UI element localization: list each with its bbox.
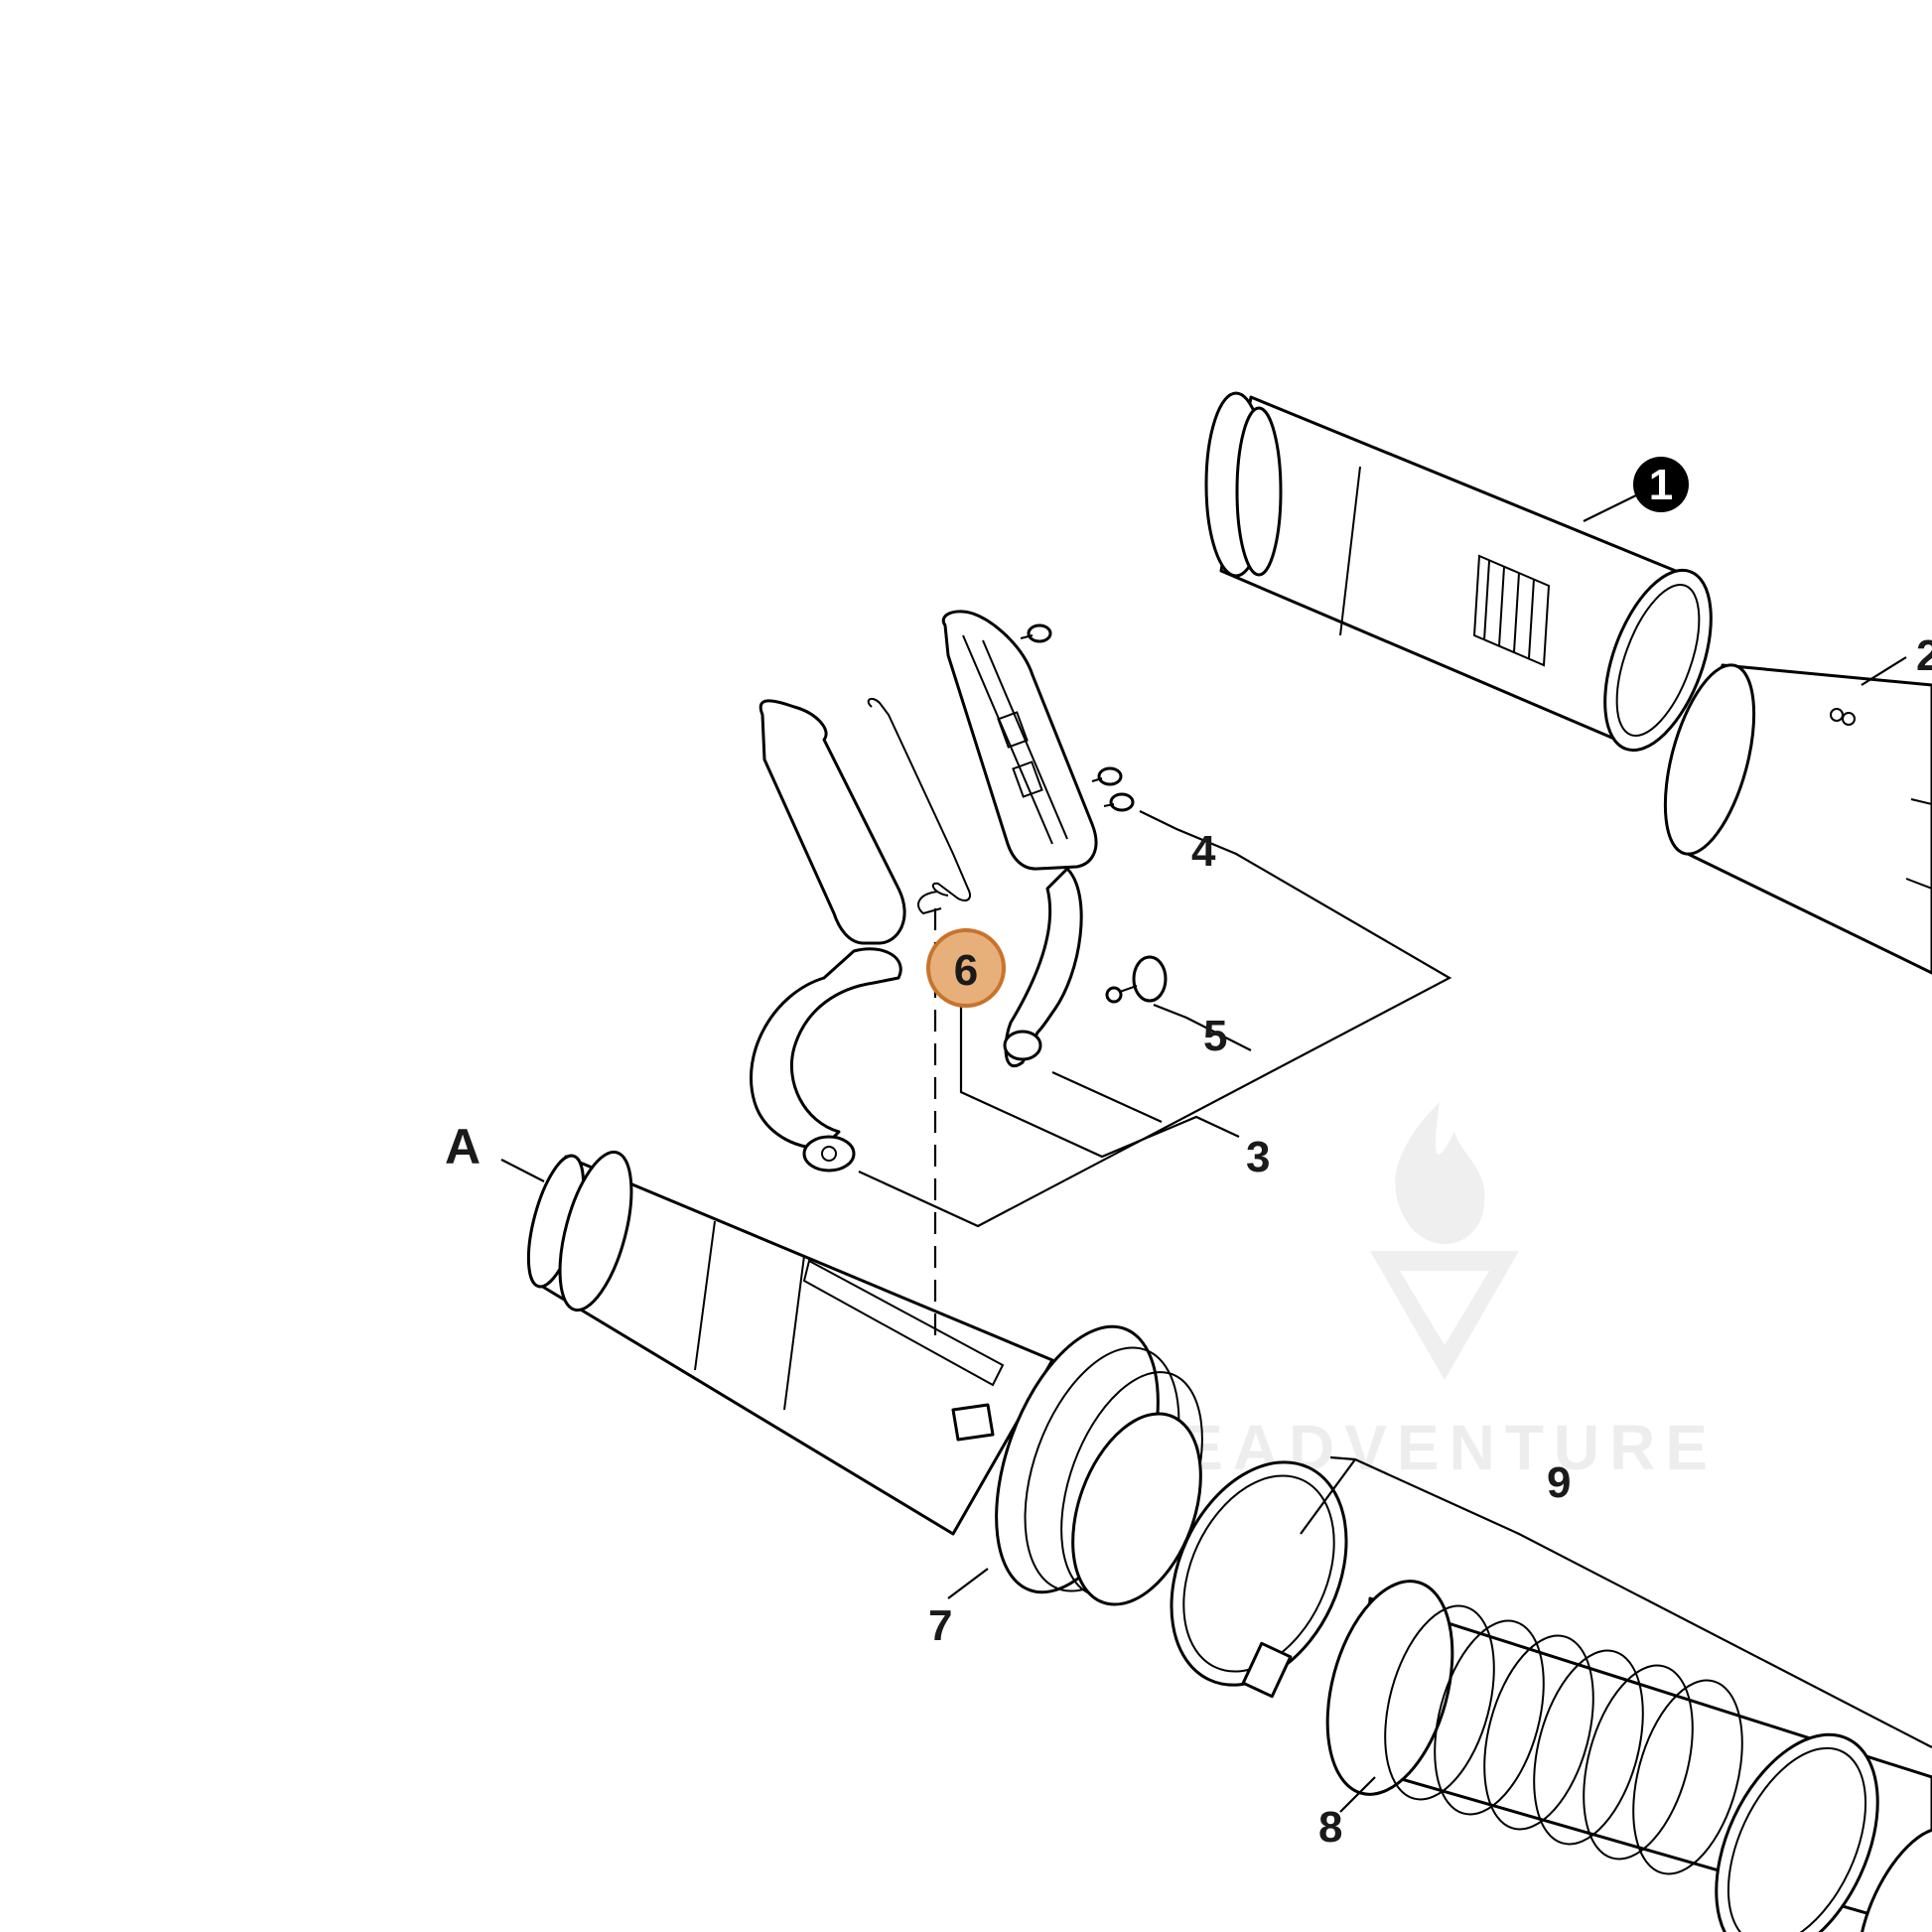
leader-A [500,1159,545,1182]
leader-4 [858,810,1452,1228]
part-3-handle-left [750,699,906,1173]
callout-4: 4 [1191,827,1216,876]
part-4-handle-right [941,610,1135,1068]
filter-fins [1472,554,1551,667]
callout-9: 9 [1547,1458,1571,1507]
callout-6: 6 [954,946,978,995]
part-6-spring [867,697,971,915]
callout-1: 1 [1649,461,1673,509]
watermark: LEADVENTURE [1132,1102,1718,1483]
callout-2: 2 [1916,631,1932,680]
part-8-corrugated-hose [1325,1580,1932,1932]
leader-3b [1051,1070,1163,1124]
callouts: 1 2 4 5 3 6 A 7 9 8 [445,457,1932,1852]
leader-3 [959,938,1240,1159]
callout-3: 3 [1246,1133,1270,1181]
leader-7 [947,1568,989,1599]
part-2-tube [1663,663,1932,975]
screw-icons [1020,623,1135,812]
callout-5: 5 [1203,1012,1227,1060]
watermark-text: LEADVENTURE [1132,1412,1718,1483]
leader-8 [1339,1776,1376,1813]
leader-2 [1861,656,1907,686]
watermark-flame-icon [1395,1102,1485,1245]
part-9-hose-clamp [1170,1460,1348,1699]
callout-8: 8 [1318,1803,1342,1852]
callout-6-highlight [926,928,1006,1008]
callout-7: 7 [928,1601,952,1650]
part-1-filter-tube [1204,391,1713,753]
part-7-main-tube [526,1150,1203,1606]
callout-A: A [445,1119,481,1174]
leader-9b [1300,1458,1356,1535]
leader-1 [1583,492,1641,522]
callout-1-badge [1633,457,1689,512]
part-5-knob [1105,955,1168,1004]
leader-5 [1153,1003,1252,1051]
leader-9 [1329,1455,1932,1748]
watermark-chevron-icon [1370,1251,1519,1380]
